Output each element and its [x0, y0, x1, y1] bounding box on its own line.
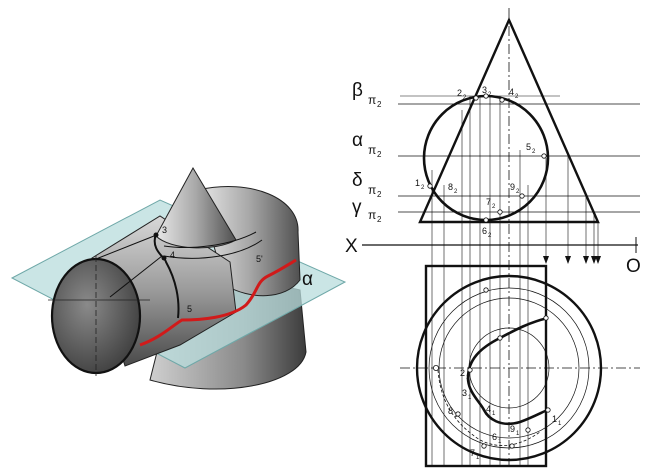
intersection-curve-top-dashed	[437, 369, 541, 446]
label-alpha: α	[352, 130, 363, 151]
fp-7: 7	[486, 197, 491, 207]
point-4-marker	[161, 255, 167, 261]
cylinder-generator-2	[109, 255, 163, 298]
fp-6: 6	[482, 226, 487, 236]
label-point-4: 4	[170, 250, 175, 260]
label-gamma-sub: 2	[377, 215, 382, 224]
label-plane-alpha: α	[302, 269, 313, 290]
tp-8: 8	[448, 406, 453, 416]
fp-7-sub: 2	[492, 204, 496, 210]
front-points	[427, 93, 547, 223]
orthographic-view	[362, 8, 640, 468]
cylinder-generator	[95, 235, 155, 260]
fp-4-sub: 2	[515, 94, 519, 100]
fp-3-sub: 2	[488, 92, 492, 98]
label-gamma: γ	[352, 197, 362, 218]
tp-4: 4	[486, 404, 491, 414]
tp-3-sub: 1	[468, 395, 472, 401]
tp-3: 3	[462, 388, 467, 398]
fp-9-sub: 2	[516, 189, 520, 195]
tp-4-sub: 1	[492, 411, 496, 417]
tp-8-sub: 1	[454, 413, 458, 419]
projection-arrows	[543, 256, 601, 264]
fp-6-sub: 2	[488, 233, 492, 239]
top-points	[432, 287, 551, 449]
label-beta-sub: 2	[377, 100, 382, 109]
label-delta: δ	[352, 170, 363, 191]
intersection-curve-black	[153, 233, 180, 319]
tp-1: 1	[552, 414, 557, 424]
tp-6-sub: 1	[498, 439, 502, 445]
fp-4: 4	[509, 87, 514, 97]
label-point-5-prime: 5'	[256, 254, 263, 264]
plane-trace-labels: β π 2 α π 2 δ π 2 γ π 2 X O	[345, 80, 641, 277]
tp-7: 7	[470, 448, 475, 458]
label-alpha-sub: 2	[377, 150, 382, 159]
label-beta: β	[352, 80, 363, 101]
tp-7-sub: 1	[476, 455, 480, 461]
tp-6: 6	[492, 432, 497, 442]
tp-1-sub: 1	[558, 421, 562, 427]
fp-2: 2	[457, 88, 462, 98]
intersection-curve-top	[466, 316, 549, 426]
fp-3: 3	[482, 85, 487, 95]
cone-front-projection	[418, 17, 600, 224]
fp-9: 9	[510, 182, 515, 192]
cone-circle-2	[163, 239, 263, 259]
label-axis-x: X	[345, 236, 358, 257]
cylinder-top-projection	[424, 264, 548, 468]
fp-8: 8	[448, 182, 453, 192]
label-point-5: 5	[187, 304, 192, 314]
point-3-marker	[153, 232, 159, 238]
label-beta-pi: π	[368, 93, 376, 107]
label-gamma-pi: π	[368, 208, 376, 222]
tp-9-sub: 1	[516, 431, 520, 437]
projection-lines	[431, 96, 599, 466]
fp-8-sub: 2	[454, 189, 458, 195]
label-delta-sub: 2	[377, 190, 382, 199]
section-curve-red	[139, 258, 297, 347]
tp-2-sub: 1	[466, 375, 470, 381]
label-axis-o: O	[626, 256, 641, 277]
label-delta-pi: π	[368, 183, 376, 197]
axonometric-view: 3 4 5 5' α	[10, 166, 347, 390]
cone-circle	[163, 231, 257, 248]
tp-2: 2	[460, 368, 465, 378]
tp-9: 9	[510, 424, 515, 434]
fp-5: 5	[526, 142, 531, 152]
fp-5-sub: 2	[532, 149, 536, 155]
fp-1: 1	[415, 178, 420, 188]
label-alpha-pi: π	[368, 143, 376, 157]
fp-1-sub: 2	[421, 185, 425, 191]
fp-2-sub: 2	[463, 95, 467, 101]
label-point-3: 3	[162, 225, 167, 235]
